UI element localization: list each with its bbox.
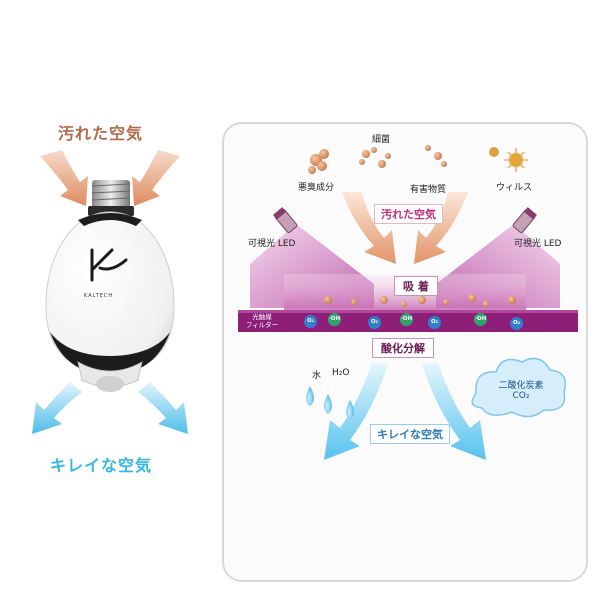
device-body (45, 211, 175, 392)
dirty-air-arrow-right (132, 150, 180, 206)
dirty-air-title: 汚れた空気 (58, 124, 144, 143)
oxidation-label: 酸化分解 (372, 338, 434, 358)
adsorbed-particles (324, 294, 516, 307)
o2-molecule: O₂ (428, 316, 441, 329)
led-right-label: 可視光 LED (514, 239, 562, 249)
h2o-label: H₂O (332, 368, 350, 378)
adsorption-label: 吸 着 (394, 276, 438, 296)
clean-air-arrow-right (138, 382, 188, 434)
water-drops (306, 386, 354, 420)
bacteria-label: 細菌 (372, 135, 391, 145)
co2-label-line1: 二酸化炭素 (498, 381, 544, 391)
o2-molecule: O₂ (510, 317, 523, 330)
clean-air-title: キレイな空気 (50, 456, 153, 475)
co2-label-line2: CO₂ (512, 391, 530, 401)
led-left (273, 207, 298, 233)
led-right (512, 207, 537, 233)
oh-radical: ·OH (328, 313, 341, 326)
virus-label: ウィルス (496, 183, 533, 193)
device-illustration (32, 150, 188, 434)
filter-label-line2: フィルター (245, 321, 279, 329)
bacteria-particles (359, 147, 391, 168)
harmful-particles (425, 145, 447, 167)
co2-cloud (471, 357, 567, 418)
filter-label-line1: 光触媒 (252, 313, 272, 321)
clean-air-arrow-left (32, 382, 82, 434)
brand-label: KALTECH (84, 293, 114, 299)
co2-label: 二酸化炭素 CO₂ (486, 378, 556, 401)
odor-label: 悪臭成分 (298, 183, 335, 193)
clean-air-label: キレイな空気 (370, 424, 450, 444)
bulb-screw-base (88, 180, 134, 216)
filter-label: 光触媒 フィルター (240, 313, 284, 329)
mechanism-panel: O₂ ·OH O₂ ·OH O₂ ·OH O₂ 細菌 悪臭成分 有害物質 ウィル… (222, 122, 588, 582)
odor-particles (308, 149, 329, 174)
clean-air-arrows (324, 362, 486, 460)
virus-particles (489, 147, 528, 172)
led-left-label: 可視光 LED (248, 239, 296, 249)
harmful-label: 有害物質 (410, 185, 447, 195)
dirty-air-arrow-left (40, 150, 88, 206)
water-label: 水 (312, 371, 322, 381)
o2-molecule: O₂ (304, 315, 317, 328)
dirty-air-arrows (342, 192, 468, 264)
kaltech-logo (90, 248, 128, 282)
oh-radical: ·OH (400, 313, 413, 326)
o2-molecule: O₂ (368, 316, 381, 329)
dirty-air-label: 汚れた空気 (374, 204, 443, 224)
oh-radical: ·OH (474, 313, 487, 326)
